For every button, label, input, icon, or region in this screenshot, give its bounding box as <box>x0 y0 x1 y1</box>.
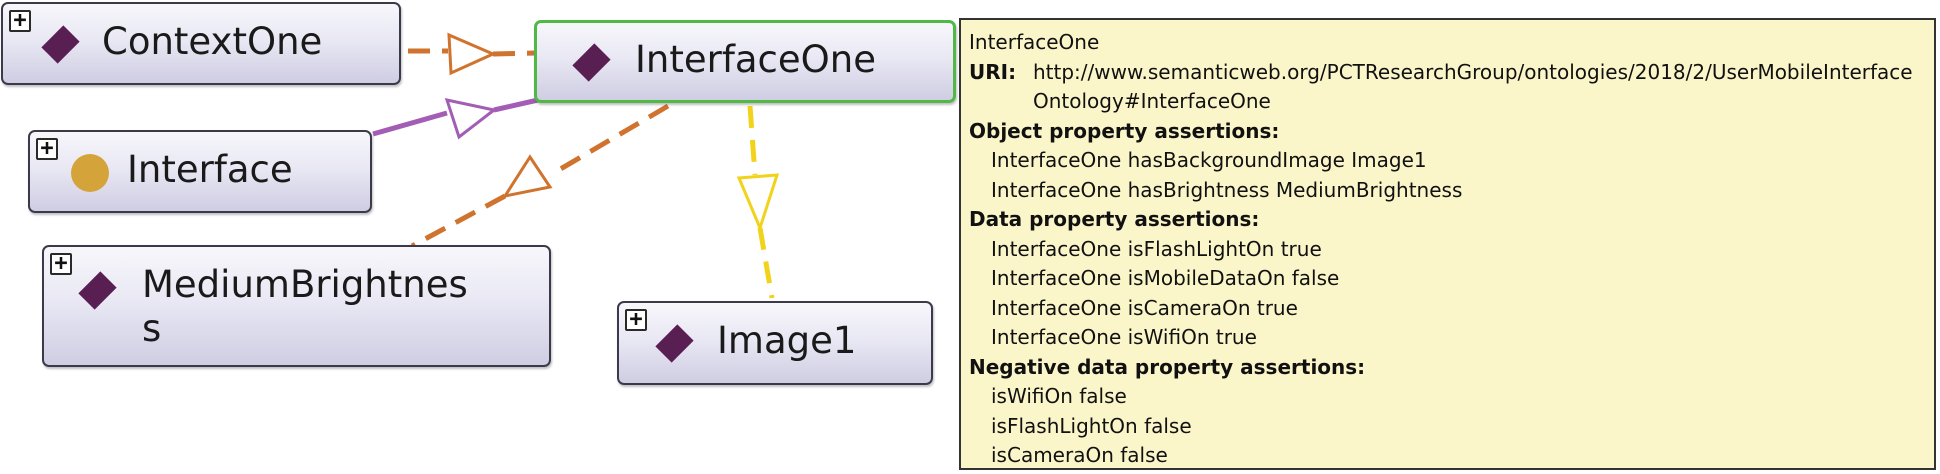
negative-assertion: isFlashLightOn false <box>991 413 1192 438</box>
expand-icon[interactable]: + <box>50 253 72 275</box>
individual-diamond-icon <box>78 271 117 310</box>
node-label: InterfaceOne <box>635 38 876 81</box>
arrowhead-hollow <box>444 97 498 140</box>
edge-interfaceone-mediumbrightness <box>410 103 670 249</box>
data-assertions-heading: Data property assertions: <box>969 207 1260 231</box>
object-assertion: InterfaceOne hasBackgroundImage Image1 <box>991 148 1427 172</box>
expand-icon[interactable]: + <box>9 10 31 32</box>
data-assertion: InterfaceOne isWifiOn true <box>991 325 1257 349</box>
arrowhead-hollow <box>501 154 553 199</box>
edge-interfaceone-image1 <box>736 105 780 299</box>
node-interfaceone[interactable]: InterfaceOne <box>534 20 956 103</box>
individual-diamond-icon <box>572 43 611 82</box>
node-label: Image1 <box>717 319 857 362</box>
negative-assertions-heading: Negative data property assertions: <box>969 354 1366 379</box>
node-label-line2: s <box>142 307 162 350</box>
uri-label: URI: <box>969 59 1017 84</box>
individual-diamond-icon <box>655 324 694 363</box>
node-label: Interface <box>127 148 293 191</box>
uri-value: http://www.semanticweb.org/PCTResearchGr… <box>1033 59 1913 114</box>
edge-interface-interfaceone <box>372 97 539 140</box>
expand-icon[interactable]: + <box>625 309 647 331</box>
edge-contextone-interfaceone <box>408 32 536 76</box>
tooltip-title: InterfaceOne <box>969 30 1100 54</box>
individual-diamond-icon <box>41 25 80 64</box>
negative-assertion: isCameraOn false <box>991 443 1168 467</box>
data-assertion: InterfaceOne isFlashLightOn true <box>991 236 1322 261</box>
object-assertion: InterfaceOne hasBrightness MediumBrightn… <box>991 177 1463 202</box>
arrowhead-hollow <box>736 173 780 233</box>
data-assertion: InterfaceOne isMobileDataOn false <box>991 266 1340 290</box>
expand-icon[interactable]: + <box>36 138 58 160</box>
negative-assertion: isWifiOn false <box>991 384 1127 408</box>
node-mediumbrightness[interactable]: + MediumBrightnes s <box>42 245 551 367</box>
node-image1[interactable]: + Image1 <box>617 301 933 385</box>
node-label-line1: MediumBrightnes <box>142 263 468 306</box>
class-circle-icon <box>71 154 109 192</box>
arrowhead-hollow <box>447 32 497 76</box>
node-contextone[interactable]: + ContextOne <box>1 2 401 85</box>
data-assertion: InterfaceOne isCameraOn true <box>991 295 1298 320</box>
object-assertions-heading: Object property assertions: <box>969 118 1280 143</box>
node-label: ContextOne <box>102 20 323 63</box>
uri-row: URI: http://www.semanticweb.org/PCTResea… <box>969 58 1934 117</box>
entity-tooltip: InterfaceOne URI: http://www.semanticweb… <box>959 18 1936 470</box>
node-interface[interactable]: + Interface <box>28 130 372 213</box>
